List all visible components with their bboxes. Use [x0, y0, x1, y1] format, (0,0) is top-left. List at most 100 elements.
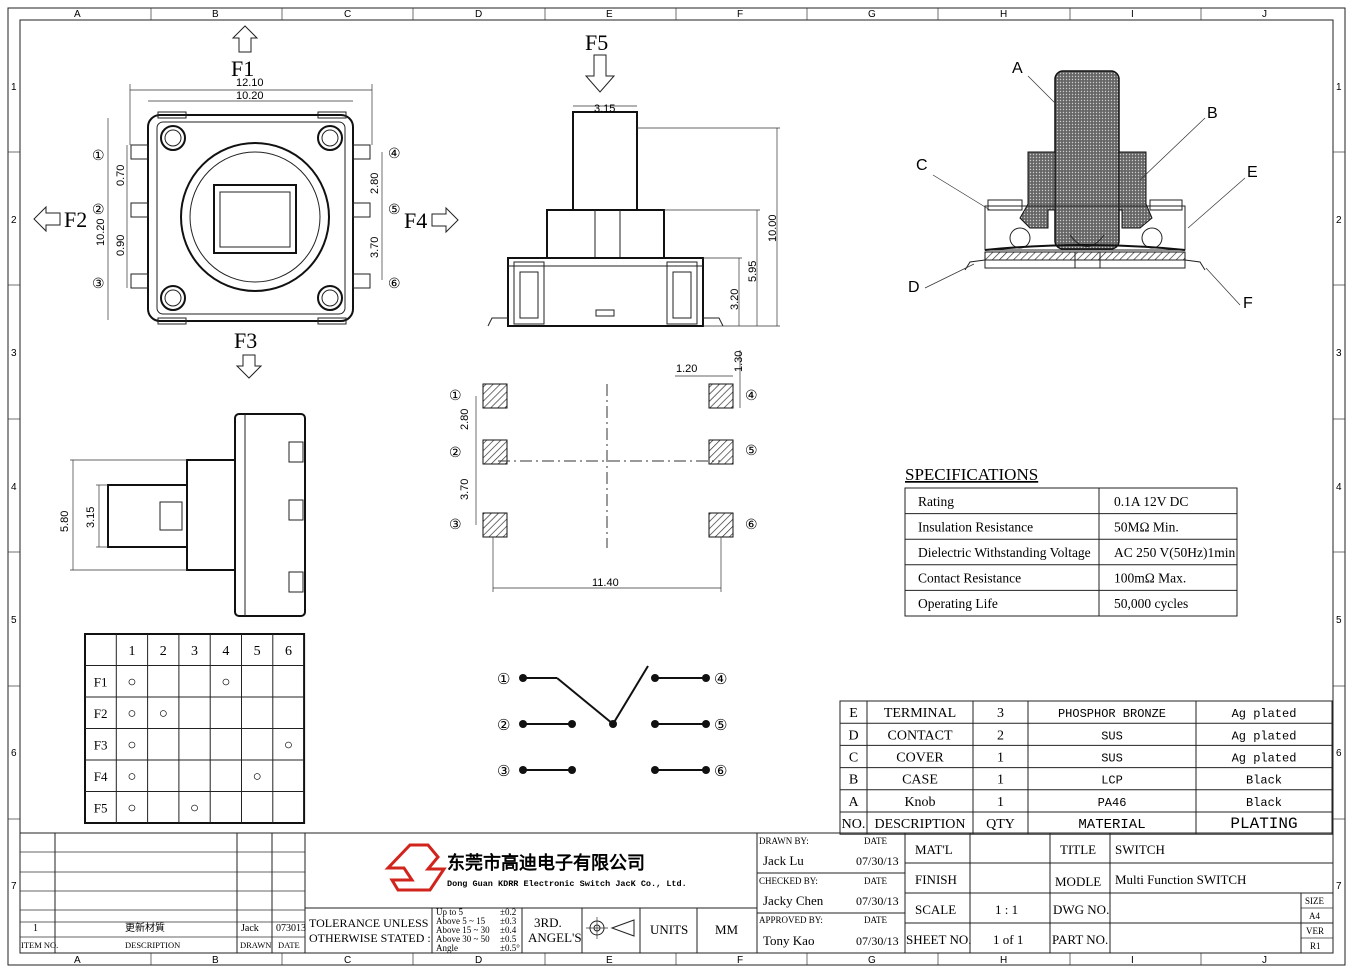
pcb-dim-120: 1.20	[676, 363, 697, 375]
arrow-up-icon	[231, 25, 259, 53]
side-view	[487, 105, 780, 327]
zone-col-bottom: B	[212, 955, 219, 966]
truth-row-label: F4	[94, 769, 108, 784]
finish-label: FINISH	[915, 872, 957, 887]
zone-col-top: C	[344, 9, 351, 20]
bom-cell: PHOSPHOR BRONZE	[1058, 707, 1166, 721]
arrow-down-icon	[235, 354, 263, 379]
zone-col-bottom: E	[606, 955, 613, 966]
tol-range-4: Above 30 ~ 50	[436, 934, 490, 944]
zone-col-bottom: J	[1262, 955, 1267, 966]
spec-value: 0.1A 12V DC	[1114, 494, 1188, 509]
bom-cell: SUS	[1101, 729, 1123, 743]
zone-row-left: 2	[11, 215, 17, 226]
tol-range-2: Above 5 ~ 15	[436, 916, 486, 926]
truth-row-label: F2	[94, 706, 108, 721]
zone-col-top: G	[868, 9, 876, 20]
scale-value: 1 : 1	[995, 902, 1018, 917]
spec-value: 50MΩ Min.	[1114, 519, 1179, 534]
dim-580: 5.80	[59, 511, 71, 532]
spec-key: Dielectric Withstanding Voltage	[918, 545, 1091, 560]
callout-b: B	[1207, 105, 1218, 122]
pin-2-label: ②	[92, 203, 105, 218]
zone-col-top: F	[737, 9, 743, 20]
drawn-date-label: DATE	[864, 836, 887, 846]
zone-col-top: B	[212, 9, 219, 20]
zone-col-top: J	[1262, 9, 1267, 20]
pcb-pin-1: ①	[449, 389, 462, 404]
bom-header-cell: DESCRIPTION	[874, 817, 965, 832]
angle-l2: ANGEL'S	[528, 930, 582, 945]
left-view-stem	[107, 484, 188, 548]
zone-row-right: 5	[1336, 615, 1342, 626]
top-view-body	[147, 114, 354, 322]
bom-header-cell: QTY	[986, 817, 1015, 832]
zone-col-bottom: C	[344, 955, 351, 966]
modle-label: MODLE	[1055, 874, 1101, 889]
pcb-layout	[475, 350, 741, 592]
approved-by-label: APPROVED BY:	[759, 915, 823, 925]
left-view	[70, 413, 306, 617]
sch-pin-3: ③	[497, 764, 510, 780]
callout-e: E	[1247, 164, 1258, 181]
dim-595: 5.95	[747, 261, 759, 282]
zone-col-bottom: F	[737, 955, 743, 966]
dim-070: 0.70	[115, 165, 127, 186]
arrow-press-icon	[584, 54, 616, 93]
bom-header-cell: NO.	[842, 817, 866, 832]
angle-l1: 3RD.	[534, 915, 562, 930]
force-f1-label: F1	[231, 56, 254, 81]
bom-header-cell: PLATING	[1230, 815, 1297, 833]
bom-cell: 1	[997, 751, 1004, 766]
zone-col-top: I	[1131, 9, 1134, 20]
bom-cell: 1	[997, 773, 1004, 788]
sch-pin-4: ④	[714, 672, 727, 688]
zone-col-bottom: H	[1000, 955, 1007, 966]
callout-f: F	[1243, 295, 1253, 312]
zone-row-right: 1	[1336, 82, 1342, 93]
sch-pin-6: ⑥	[714, 764, 727, 780]
bom-cell: SUS	[1101, 752, 1123, 766]
size-label: SIZE	[1305, 896, 1325, 906]
truth-row-label: F1	[94, 674, 108, 689]
bom-cell: Black	[1246, 796, 1282, 810]
rev-header-desc: DESCRIPTION	[125, 940, 180, 950]
bom-cell: PA46	[1098, 796, 1127, 810]
checked-date-label: DATE	[864, 876, 887, 886]
truth-col-header: 2	[160, 644, 167, 659]
force-f4-label: F4	[404, 208, 427, 233]
zone-row-right: 6	[1336, 748, 1342, 759]
checked-name: Jacky Chen	[763, 893, 824, 908]
dim-width-outer: 12.10	[236, 77, 264, 89]
title-value: SWITCH	[1115, 842, 1165, 857]
sheet-value: 1 of 1	[993, 932, 1023, 947]
tol-range-1: Up to 5	[436, 907, 464, 917]
sheet-label: SHEET NO.	[906, 932, 971, 947]
bom-cell: Black	[1246, 774, 1282, 788]
tol-val-1: ±0.2	[500, 907, 516, 917]
dim-height-inner: 10.20	[95, 218, 107, 246]
zone-col-top: A	[74, 9, 81, 20]
approved-date: 07/30/13	[856, 934, 899, 948]
dim-370: 3.70	[369, 237, 381, 258]
truth-mark: ○	[253, 769, 262, 785]
truth-row-label: F5	[94, 800, 108, 815]
zone-row-left: 7	[11, 881, 17, 892]
pcb-dim-130: 1.30	[733, 351, 745, 372]
company-name-cn: 东莞市高迪电子有限公司	[447, 852, 645, 873]
truth-col-header: 3	[191, 644, 198, 659]
truth-col-header: 5	[254, 644, 261, 659]
tolerance-l1: TOLERANCE UNLESS	[309, 916, 428, 930]
top-view	[107, 84, 383, 325]
zone-row-left: 4	[11, 482, 17, 493]
scale-label: SCALE	[915, 902, 956, 917]
bom-cell: 1	[997, 795, 1004, 810]
bom-cell: A	[848, 795, 859, 810]
truth-mark: ○	[127, 737, 136, 753]
sch-pin-2: ②	[497, 718, 510, 734]
